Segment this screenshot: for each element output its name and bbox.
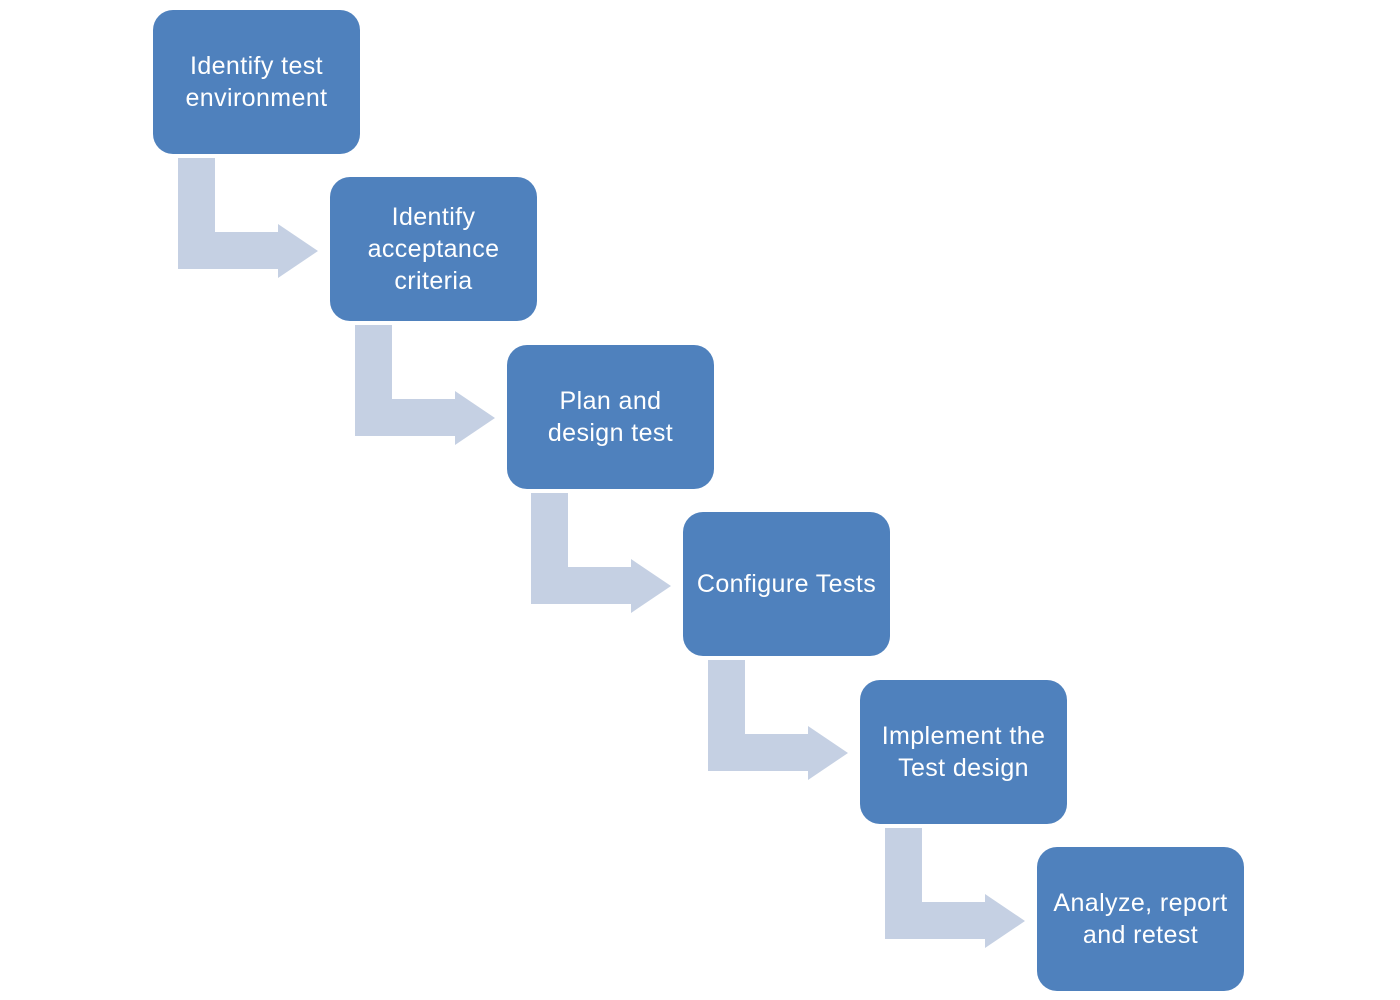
step-implement-the-test-design: Implement the Test design — [860, 680, 1067, 824]
step-identify-test-environment: Identify test environment — [153, 10, 360, 154]
step-identify-acceptance-criteria: Identify acceptance criteria — [330, 177, 537, 321]
step-analyze-report-and-retest: Analyze, report and retest — [1037, 847, 1244, 991]
bent-arrow-icon — [355, 325, 495, 445]
step-configure-tests: Configure Tests — [683, 512, 890, 656]
bent-arrow-icon — [885, 828, 1025, 948]
step-plan-and-design-test: Plan and design test — [507, 345, 714, 489]
bent-arrow-icon — [708, 660, 848, 780]
bent-arrow-icon — [531, 493, 671, 613]
bent-arrow-icon — [178, 158, 318, 278]
